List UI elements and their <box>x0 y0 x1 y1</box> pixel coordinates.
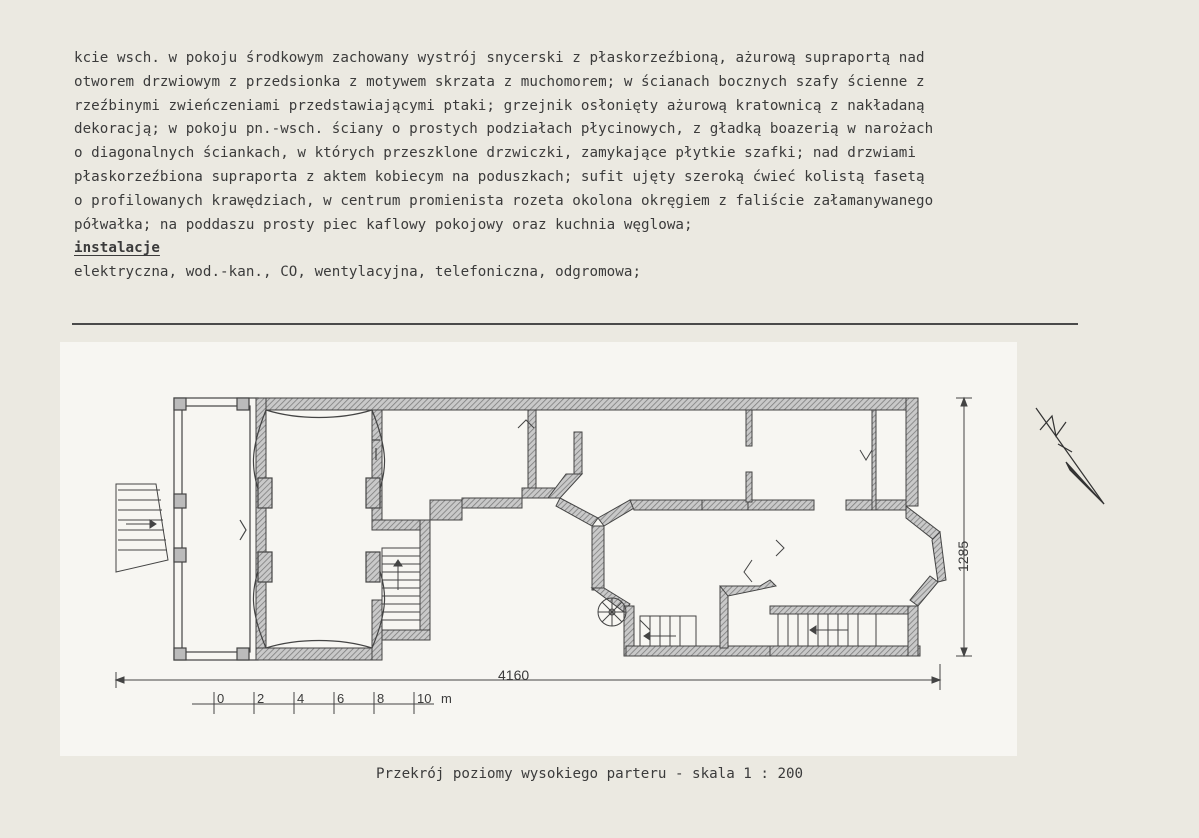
description-line: o profilowanych krawędziach, w centrum p… <box>74 192 934 209</box>
spiral-staircase <box>597 597 627 627</box>
floor-plan-sheet <box>60 342 1017 756</box>
description-line: płaskorzeźbiona supraporta z aktem kobie… <box>74 168 925 185</box>
scale-tick-label: 2 <box>257 691 264 706</box>
entrance-stairs <box>115 483 169 573</box>
description-line: o diagonalnych ściankach, w których prze… <box>74 145 916 162</box>
scale-tick-label: 8 <box>377 691 384 706</box>
main-staircase <box>381 547 421 631</box>
dimension-lines <box>114 396 972 690</box>
oval-room-outline <box>239 409 386 649</box>
description-line: dekoracją; w pokoju pn.-wsch. ściany o p… <box>74 121 934 138</box>
scale-tick-label: 10 <box>417 691 431 706</box>
height-dimension-label: 1285 <box>955 541 971 572</box>
description-line: kcie wsch. w pokoju środkowym zachowany … <box>74 50 925 66</box>
exterior-walls <box>255 397 947 661</box>
scale-bar <box>192 692 434 714</box>
door-swings <box>517 419 873 631</box>
service-stairs <box>639 613 877 647</box>
scale-tick-label: 6 <box>337 691 344 706</box>
scale-tick-label: 0 <box>217 691 224 706</box>
description-line: otworem drzwiowym z przedsionka z motywe… <box>74 73 925 90</box>
north-arrow-icon <box>1035 407 1105 505</box>
scale-unit-label: m <box>441 691 452 706</box>
width-dimension-label: 4160 <box>498 667 529 683</box>
description-line: półwałka; na poddaszu prosty piec kaflow… <box>74 216 693 233</box>
description-line: rzeźbinymi zwieńczeniami przedstawiający… <box>74 97 925 114</box>
scale-tick-label: 4 <box>297 691 304 706</box>
installations-text: elektryczna, wod.-kan., CO, wentylacyjna… <box>74 264 642 281</box>
section-heading-installations: instalacje <box>74 240 160 257</box>
plan-caption: Przekrój poziomy wysokiego parteru - ska… <box>376 766 804 782</box>
description-text: kcie wsch. w pokoju środkowym zachowany … <box>74 47 1104 285</box>
horizontal-divider <box>72 323 1078 325</box>
